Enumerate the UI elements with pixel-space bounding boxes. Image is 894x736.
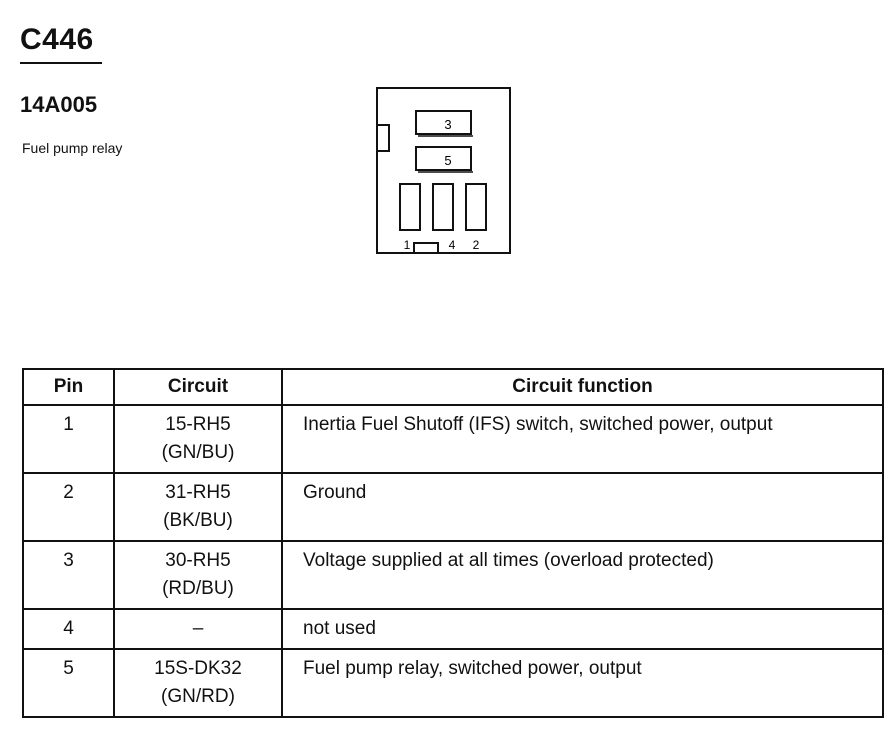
function-cell: Ground xyxy=(281,472,884,542)
pin-3-label: 3 xyxy=(444,117,451,132)
circuit-cell: 30-RH5 (RD/BU) xyxy=(113,540,283,610)
wire-color: (RD/BU) xyxy=(162,578,234,599)
header-circuit: Circuit xyxy=(113,368,283,406)
connector-title: C446 xyxy=(20,23,94,56)
header-function: Circuit function xyxy=(281,368,884,406)
pin-2-label: 2 xyxy=(473,238,480,252)
table-row: 2 31-RH5 (BK/BU) Ground xyxy=(22,472,884,542)
function-cell: Inertia Fuel Shutoff (IFS) switch, switc… xyxy=(281,404,884,474)
wire-color: (GN/RD) xyxy=(161,686,235,707)
circuit-number: 31-RH5 xyxy=(165,482,231,503)
connector-diagram: 3 5 1 4 2 xyxy=(376,87,511,254)
function-cell: Fuel pump relay, switched power, output xyxy=(281,648,884,718)
title-underline xyxy=(20,62,102,64)
pinout-table: Pin Circuit Circuit function 1 15-RH5 (G… xyxy=(22,368,884,718)
circuit-number: 15S-DK32 xyxy=(154,658,242,679)
circuit-cell: 31-RH5 (BK/BU) xyxy=(113,472,283,542)
pin-cell: 1 xyxy=(22,404,115,474)
pin-cell: 4 xyxy=(22,608,115,650)
table-row: 1 15-RH5 (GN/BU) Inertia Fuel Shutoff (I… xyxy=(22,404,884,474)
pin-1-label: 1 xyxy=(404,238,411,252)
function-cell: Voltage supplied at all times (overload … xyxy=(281,540,884,610)
wire-color: (GN/BU) xyxy=(161,442,235,463)
header-pin: Pin xyxy=(22,368,115,406)
pin-cell: 5 xyxy=(22,648,115,718)
pin-3-terminal xyxy=(415,110,472,135)
pin-5-terminal xyxy=(415,146,472,171)
function-cell: not used xyxy=(281,608,884,650)
pin-1-terminal xyxy=(399,183,421,231)
connector-key xyxy=(413,242,439,253)
table-row: 3 30-RH5 (RD/BU) Voltage supplied at all… xyxy=(22,540,884,610)
table-row: 4 – not used xyxy=(22,608,884,650)
circuit-cell: 15S-DK32 (GN/RD) xyxy=(113,648,283,718)
pin-2-terminal xyxy=(465,183,487,231)
circuit-cell: – xyxy=(113,608,283,650)
table-header-row: Pin Circuit Circuit function xyxy=(22,368,884,406)
pin-cell: 3 xyxy=(22,540,115,610)
pinout-table-container: Pin Circuit Circuit function 1 15-RH5 (G… xyxy=(22,368,884,718)
pin-5-label: 5 xyxy=(444,153,451,168)
wire-color: (BK/BU) xyxy=(163,510,233,531)
circuit-number: – xyxy=(192,618,204,639)
connector-latch xyxy=(376,124,390,152)
pin-4-label: 4 xyxy=(449,238,456,252)
connector-housing xyxy=(376,87,511,254)
circuit-cell: 15-RH5 (GN/BU) xyxy=(113,404,283,474)
circuit-number: 15-RH5 xyxy=(165,414,231,435)
connector-description: Fuel pump relay xyxy=(22,140,123,156)
pin-4-terminal xyxy=(432,183,454,231)
part-number: 14A005 xyxy=(20,92,98,117)
circuit-number: 30-RH5 xyxy=(165,550,231,571)
table-row: 5 15S-DK32 (GN/RD) Fuel pump relay, swit… xyxy=(22,648,884,718)
pin-cell: 2 xyxy=(22,472,115,542)
